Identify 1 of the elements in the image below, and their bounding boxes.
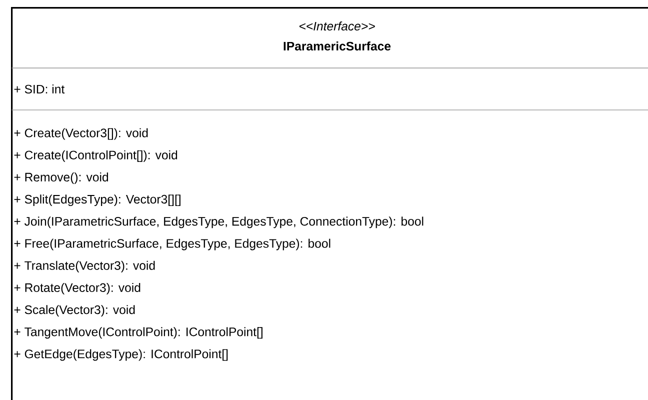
- class-box: <<Interface>> IParamericSurface + SID: int + Create(Vector3[]): void + Create(IControlPoint[]): void + Remove(): void + Split(EdgesType): Vector3[][] + Join(IParametricSurface, EdgesType, EdgesType, ConnectionType): bool + Free(IParametricSurface, EdgesType, EdgesType): bool + Translate(Vector3): void + Rotate(Vector3): void + Scale(Vector3): void + TangentMove(IControlPoint): IControlPoint[] + GetEdge(EdgesType): IControlPoint[]: [11, 7, 648, 400]
